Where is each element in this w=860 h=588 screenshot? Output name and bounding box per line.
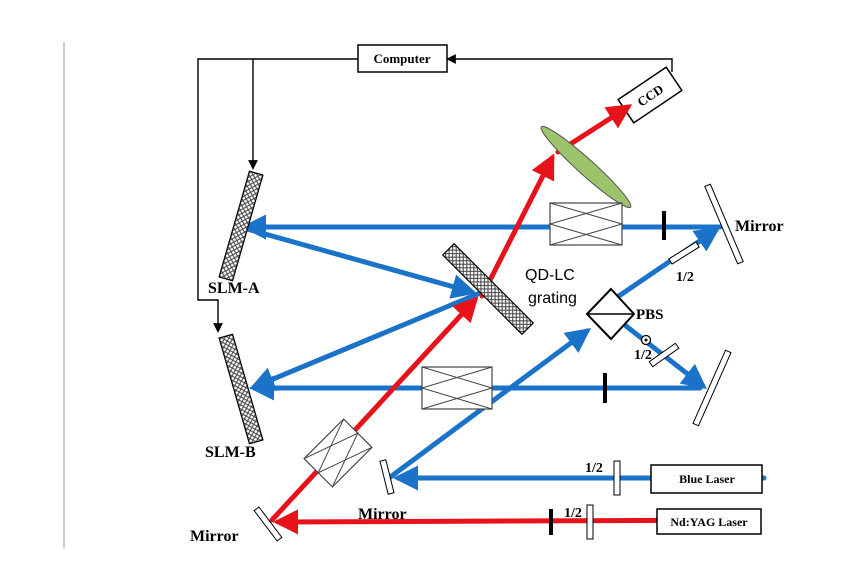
computer-label: Computer bbox=[373, 51, 430, 66]
slm-a bbox=[218, 170, 264, 282]
blue-laser-label: Blue Laser bbox=[679, 472, 735, 486]
polarization-dot-icon bbox=[640, 334, 652, 346]
isolator-upper bbox=[548, 202, 624, 246]
mirror-bottom-left bbox=[253, 506, 283, 542]
qdlc-label-line2: grating bbox=[528, 290, 577, 307]
blue-beams bbox=[237, 214, 767, 491]
control-wiring bbox=[197, 54, 673, 333]
half-wave-plate-upper bbox=[668, 241, 700, 265]
isolator-lower bbox=[420, 366, 494, 410]
half-wave-plate-blue bbox=[613, 460, 621, 496]
slm-a-label: SLM-A bbox=[208, 280, 260, 297]
lens bbox=[540, 125, 632, 209]
half-wave-blue-label: 1/2 bbox=[585, 461, 603, 476]
half-wave-pbs-label: 1/2 bbox=[634, 348, 652, 363]
half-wave-red-label: 1/2 bbox=[564, 506, 582, 521]
pbs-cube bbox=[585, 287, 636, 341]
mirror-bottom-center-label: Mirror bbox=[358, 506, 407, 523]
ndyag-laser-box: Nd:YAG Laser bbox=[656, 508, 762, 535]
pbs-label: PBS bbox=[636, 307, 664, 323]
mirror-top-right-label: Mirror bbox=[735, 218, 784, 235]
mirror-top-right bbox=[704, 183, 744, 265]
mirror-bottom-center bbox=[379, 459, 395, 495]
blue-laser-box: Blue Laser bbox=[650, 464, 763, 494]
qdlc-grating bbox=[441, 242, 535, 336]
ndyag-laser-label: Nd:YAG Laser bbox=[670, 515, 748, 529]
qdlc-label-line1: QD-LC bbox=[525, 267, 575, 284]
ccd-camera: CCD bbox=[617, 66, 683, 124]
half-wave-upper-label: 1/2 bbox=[676, 270, 694, 285]
slm-b bbox=[218, 333, 264, 445]
half-wave-plate-pbs bbox=[648, 342, 680, 368]
mirror-mid-right bbox=[692, 349, 732, 427]
polarizer-red bbox=[549, 509, 553, 535]
polarizer-lower bbox=[603, 373, 607, 403]
slm-b-label: SLM-B bbox=[205, 444, 256, 461]
mirror-bottom-left-label: Mirror bbox=[190, 528, 239, 545]
computer-box: Computer bbox=[357, 44, 448, 73]
half-wave-plate-red bbox=[586, 504, 594, 540]
isolator-red bbox=[303, 418, 373, 488]
polarizer-upper bbox=[662, 211, 666, 240]
